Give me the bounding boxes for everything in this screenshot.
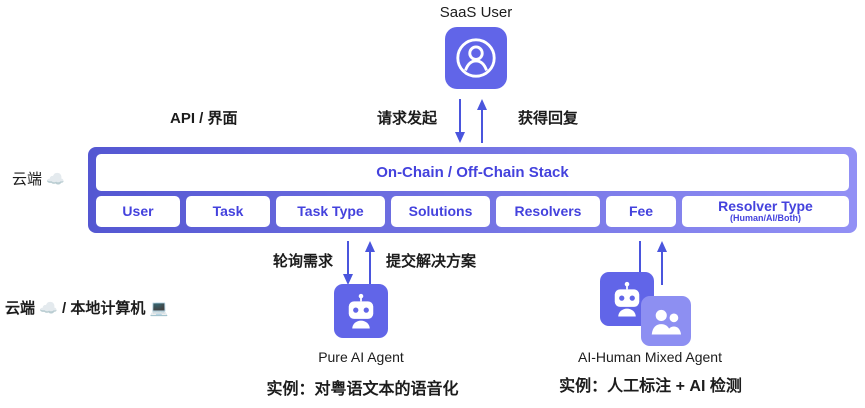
robot-icon: [614, 281, 640, 317]
stack-column-fee: Fee: [606, 196, 676, 227]
person-circle-icon: [456, 38, 496, 78]
submit-label: 提交解决方案: [386, 253, 477, 270]
pure-ai-agent-icon: [334, 284, 388, 338]
stack-column-task: Task: [186, 196, 270, 227]
request-label: 请求发起: [376, 110, 437, 127]
robot-icon: [348, 293, 374, 329]
request-reply-arrows: [455, 99, 487, 143]
mixed-agent-people-icon: [641, 296, 691, 346]
stack-title: On-Chain / Off-Chain Stack: [96, 154, 849, 191]
stack-column-resolvers: Resolvers: [496, 196, 600, 227]
stack-column-task-type: Task Type: [276, 196, 385, 227]
stack-column-resolver-type: Resolver Type (Human/AI/Both): [682, 196, 849, 227]
poll-label: 轮询需求: [272, 253, 333, 270]
onchain-offchain-stack: On-Chain / Off-Chain Stack User Task Tas…: [88, 147, 857, 233]
saas-user-icon: [445, 27, 507, 89]
stack-column-solutions: Solutions: [391, 196, 490, 227]
cloud-local-label: 云端 ☁️ / 本地计算机 💻: [5, 300, 169, 317]
reply-label: 获得回复: [518, 110, 579, 127]
stack-column-user: User: [96, 196, 180, 227]
pure-agent-name: Pure AI Agent: [318, 349, 404, 365]
mixed-agent-example: 实例：人工标注 + AI 检测: [559, 378, 742, 395]
stack-columns: User Task Task Type Solutions Resolvers …: [96, 196, 849, 227]
resolver-type-sublabel: (Human/AI/Both): [730, 213, 801, 224]
resolver-type-label: Resolver Type: [718, 197, 813, 214]
poll-submit-arrows: [343, 241, 375, 285]
cloud-label: 云端 ☁️: [12, 171, 65, 188]
saas-user-label: SaaS User: [439, 4, 513, 21]
pure-agent-example: 实例：对粤语文本的语音化: [266, 381, 459, 398]
mixed-agent-name: AI-Human Mixed Agent: [578, 349, 722, 365]
people-icon: [651, 309, 682, 335]
api-interface-label: API / 界面: [170, 110, 238, 127]
